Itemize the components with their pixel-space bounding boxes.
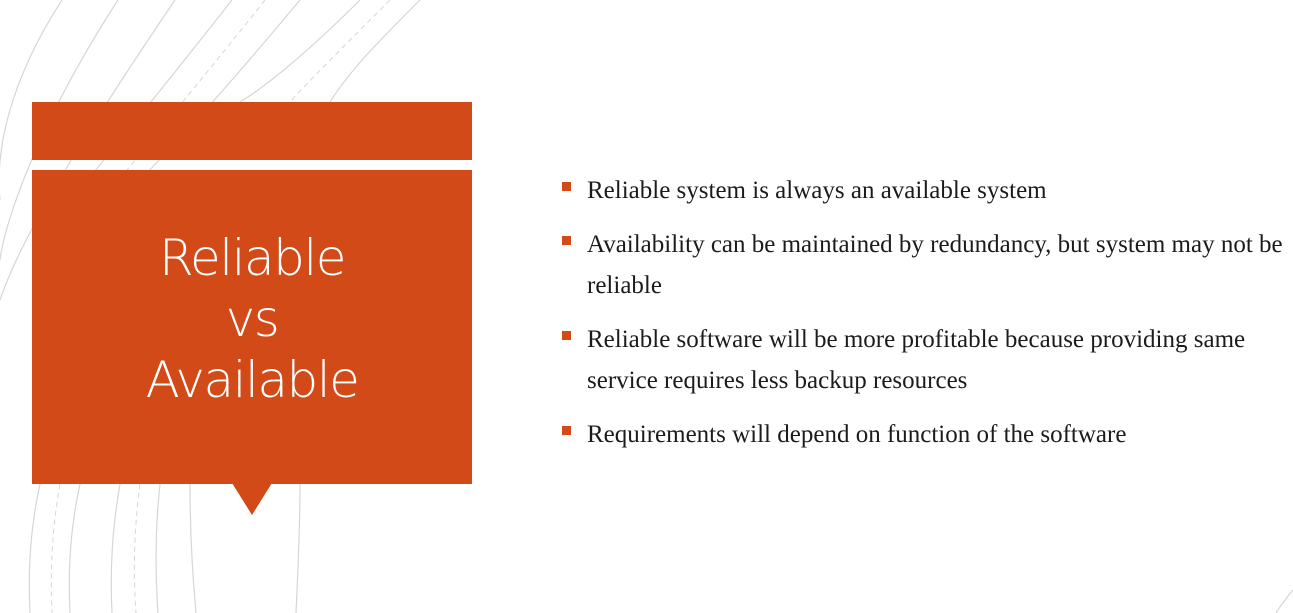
square-bullet-icon	[562, 426, 571, 435]
slide-title-line-3: Available	[145, 351, 360, 409]
bullet-text: Availability can be maintained by redund…	[587, 231, 1283, 299]
slide-title-line-2: vs	[225, 290, 280, 348]
slide-title: Reliable vs Available	[32, 228, 472, 411]
bullet-text: Reliable system is always an available s…	[587, 177, 1047, 204]
square-bullet-icon	[562, 236, 571, 245]
bullet-text: Requirements will depend on function of …	[587, 421, 1127, 448]
bullet-item: Reliable system is always an available s…	[562, 170, 1287, 211]
square-bullet-icon	[562, 182, 571, 191]
bullet-item: Requirements will depend on function of …	[562, 414, 1287, 455]
title-accent-bar	[32, 102, 472, 160]
bullet-list: Reliable system is always an available s…	[562, 170, 1287, 468]
bullet-item: Availability can be maintained by redund…	[562, 224, 1287, 306]
title-callout-box: Reliable vs Available	[32, 170, 472, 484]
bullet-item: Reliable software will be more profitabl…	[562, 319, 1287, 401]
square-bullet-icon	[562, 331, 571, 340]
slide-title-line-1: Reliable	[158, 229, 347, 287]
triangle-pointer-icon	[232, 483, 272, 515]
bullet-text: Reliable software will be more profitabl…	[587, 326, 1246, 394]
